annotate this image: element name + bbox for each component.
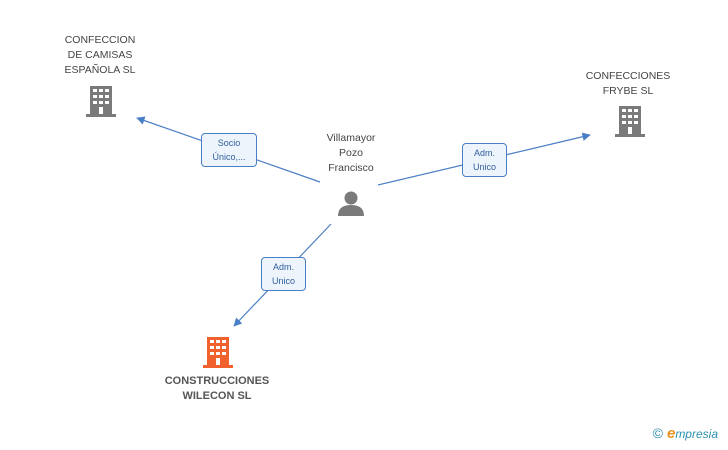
company-name-line: ESPAÑOLA SL bbox=[64, 64, 136, 76]
edge-label: Socio Único,... bbox=[201, 133, 257, 167]
edge-label-line: Único,... bbox=[212, 152, 246, 162]
company-name-line: CONFECCION bbox=[64, 34, 136, 46]
company-name-line: CONFECCIONES bbox=[585, 70, 671, 82]
person-icon[interactable] bbox=[338, 191, 364, 217]
building-icon-highlighted[interactable] bbox=[203, 337, 233, 368]
company-name-highlighted[interactable]: CONSTRUCCIONES WILECON SL bbox=[152, 374, 282, 404]
building-icon[interactable] bbox=[86, 86, 116, 117]
edge-label-line: Socio bbox=[217, 138, 241, 148]
edge-label-line: Unico bbox=[472, 162, 496, 172]
edge-label: Adm. Unico bbox=[462, 143, 507, 177]
person-name-line: Villamayor bbox=[326, 132, 376, 144]
company-name-line: WILECON SL bbox=[182, 390, 252, 402]
company-name-line: CONSTRUCCIONES bbox=[164, 375, 270, 387]
edge-label-line: Unico bbox=[271, 276, 295, 286]
brand-initial: e bbox=[666, 425, 676, 442]
edge-label-line: Adm. bbox=[272, 262, 294, 272]
copyright-icon: © bbox=[652, 425, 663, 441]
person-name-line: Francisco bbox=[328, 162, 374, 174]
building-icon[interactable] bbox=[615, 106, 645, 137]
company-name[interactable]: CONFECCION DE CAMISAS ESPAÑOLA SL bbox=[50, 33, 150, 78]
edge-label-line: Adm. bbox=[473, 148, 495, 158]
person-name[interactable]: Villamayor Pozo Francisco bbox=[306, 131, 396, 176]
company-name[interactable]: CONFECCIONES FRYBE SL bbox=[578, 69, 678, 99]
edge-label: Adm. Unico bbox=[261, 257, 306, 291]
company-name-line: FRYBE SL bbox=[602, 85, 654, 97]
brand-name: mpresia bbox=[675, 427, 718, 441]
person-name-line: Pozo bbox=[339, 147, 363, 159]
company-name-line: DE CAMISAS bbox=[67, 49, 133, 61]
brand-logo: ©empresia bbox=[653, 425, 718, 442]
